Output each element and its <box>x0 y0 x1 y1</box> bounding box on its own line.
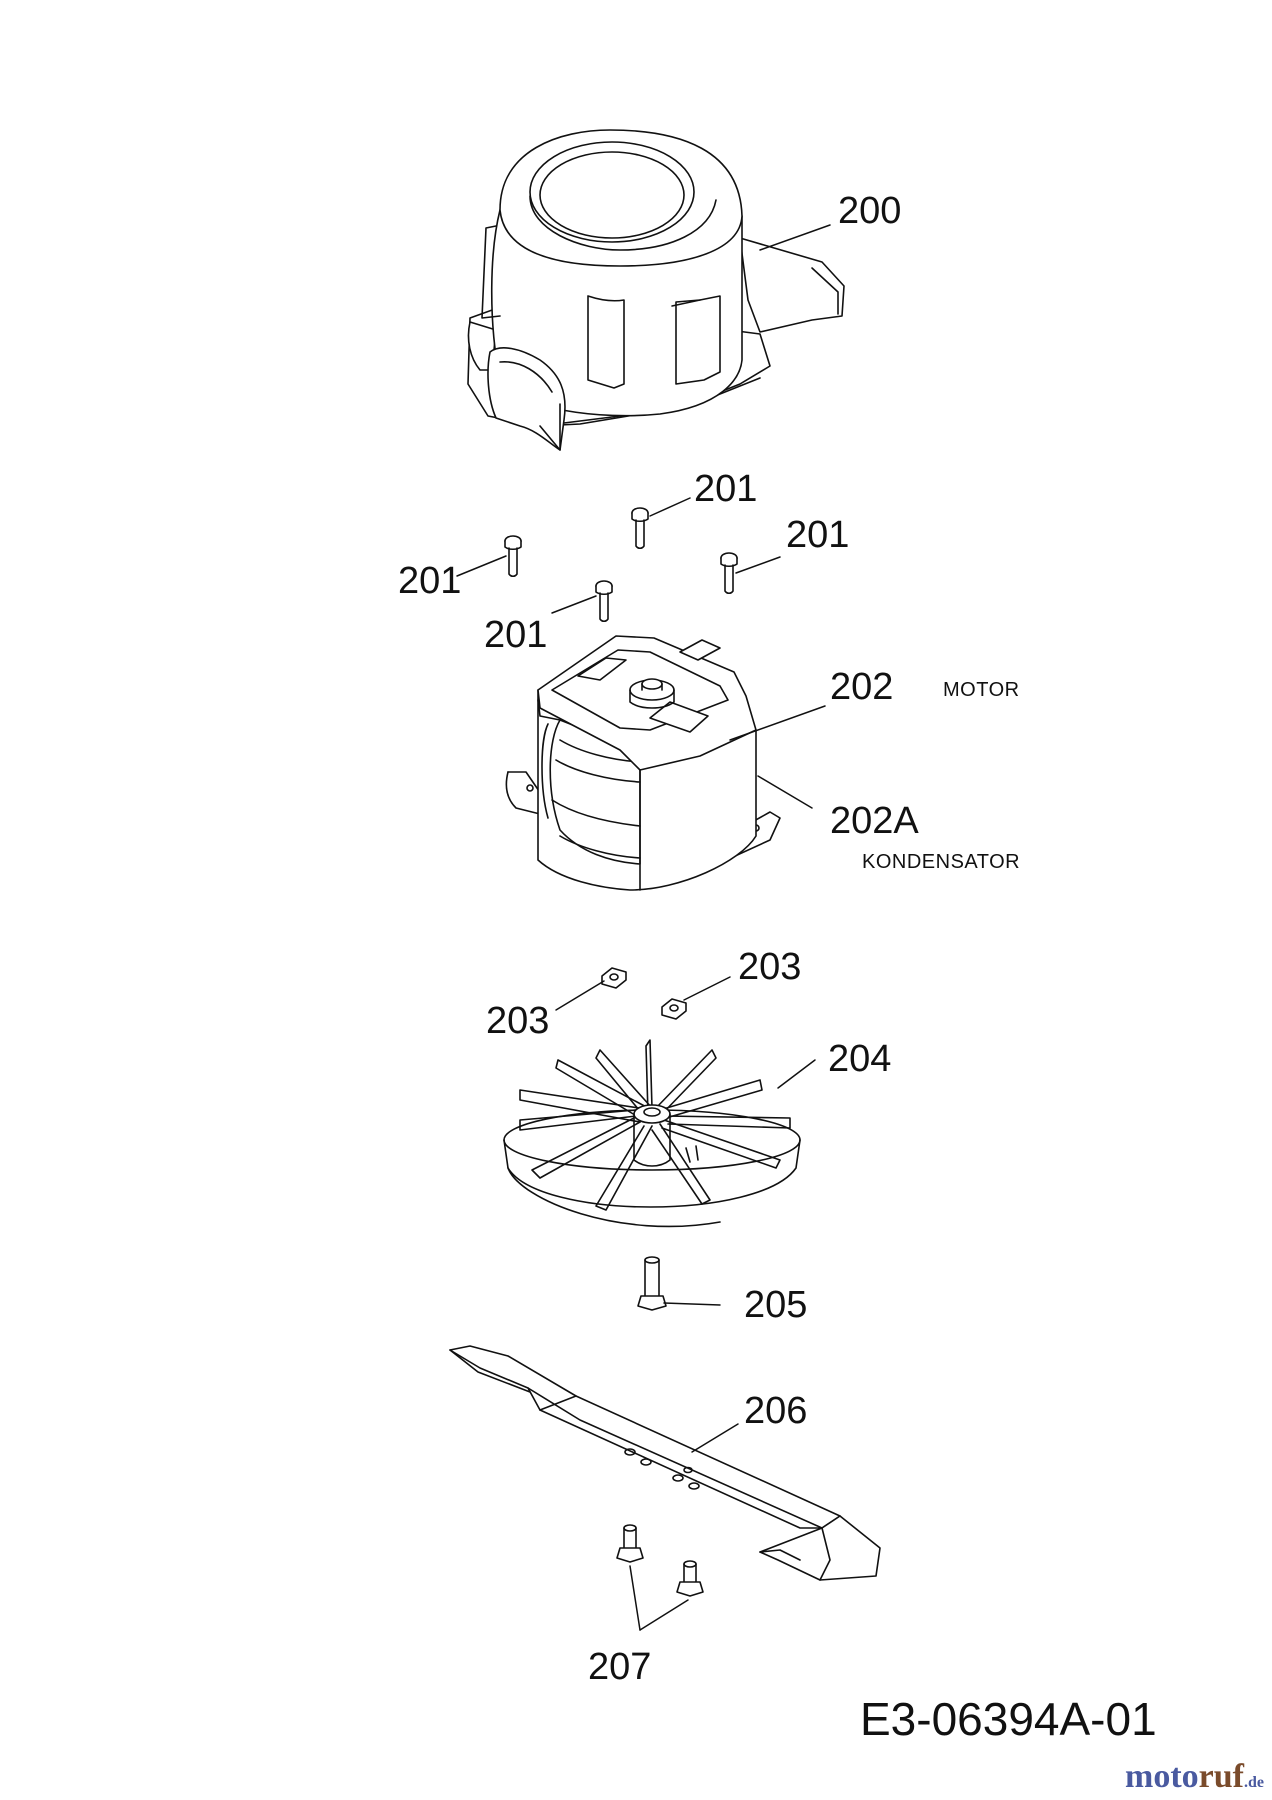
screw-201-top <box>632 508 648 548</box>
part-label-201-center: 201 <box>484 614 548 656</box>
part-note-kondensator: KONDENSATOR <box>862 851 1021 873</box>
bolt-207-right <box>677 1561 703 1596</box>
document-code: E3-06394A-01 <box>860 1693 1157 1745</box>
part-label-203-right: 203 <box>738 946 802 988</box>
blade-206 <box>450 1346 880 1580</box>
blower-housing-200 <box>468 130 844 450</box>
part-label-200: 200 <box>838 190 902 232</box>
nut-203-right <box>662 999 686 1019</box>
screw-201-right <box>721 553 737 593</box>
screw-201-center <box>596 581 612 621</box>
brand-logo: motoruf.de <box>1125 1758 1264 1795</box>
motor-202 <box>506 636 780 890</box>
part-label-204: 204 <box>828 1038 892 1080</box>
part-label-201-left: 201 <box>398 560 462 602</box>
bolt-205 <box>638 1257 666 1310</box>
part-label-207: 207 <box>588 1646 652 1688</box>
part-label-206: 206 <box>744 1390 808 1432</box>
bolt-207-left <box>617 1525 643 1562</box>
part-label-202A: 202A <box>830 800 919 842</box>
leader-lines <box>457 225 830 1630</box>
part-note-motor: MOTOR <box>943 679 1020 701</box>
part-label-201-top: 201 <box>694 468 758 510</box>
part-label-203-left: 203 <box>486 1000 550 1042</box>
screw-201-left <box>505 536 521 576</box>
part-label-205: 205 <box>744 1284 808 1326</box>
nut-203-left <box>602 968 626 988</box>
fan-204 <box>504 1040 800 1226</box>
part-label-201-right: 201 <box>786 514 850 556</box>
part-label-202: 202 <box>830 666 894 708</box>
